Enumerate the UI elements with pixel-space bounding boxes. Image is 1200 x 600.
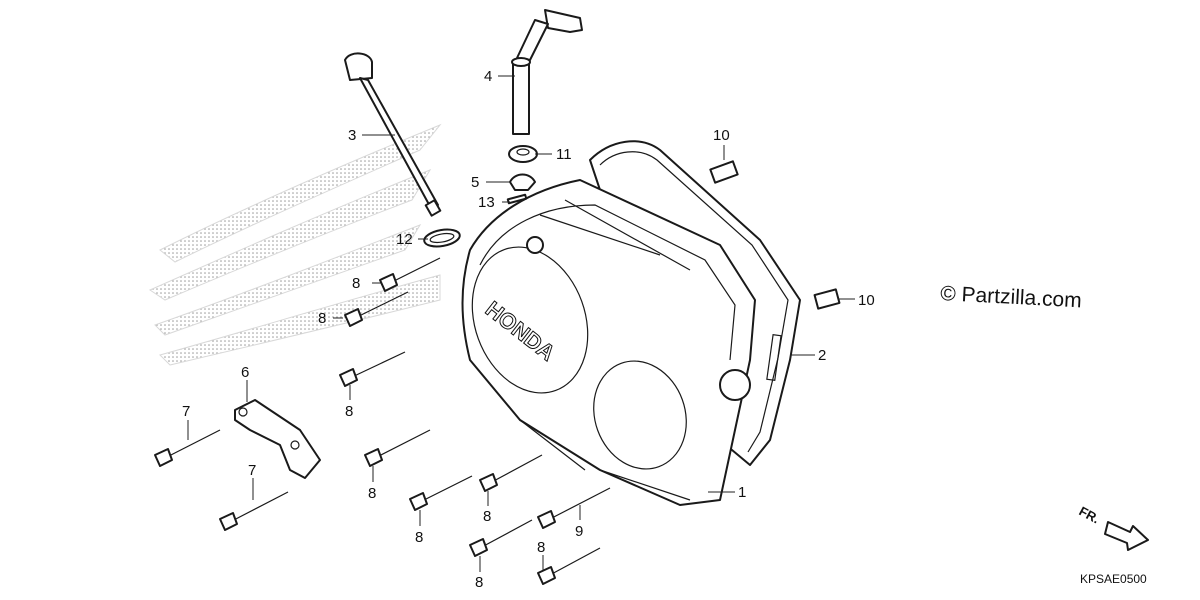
callout-6: 6 [241, 364, 249, 381]
dowel-pins [709, 160, 841, 310]
small-parts [423, 145, 538, 248]
callout-8c: 8 [345, 403, 353, 420]
callout-9: 9 [575, 523, 583, 540]
bolt-8c [339, 351, 406, 387]
bolt-8e [409, 475, 473, 511]
bolt-7b [219, 491, 289, 531]
front-label: FR. [1077, 503, 1103, 526]
oil-dipstick [344, 52, 442, 217]
callout-2: 2 [818, 347, 826, 364]
callout-3: 3 [348, 127, 356, 144]
watermark-wing-logo [148, 123, 442, 366]
callout-12: 12 [396, 231, 413, 248]
leader-lines [187, 75, 855, 572]
callout-5: 5 [471, 174, 479, 191]
bolt-8d [364, 429, 431, 467]
bolt-9 [537, 487, 611, 529]
figure-code: KPSAE0500 [1080, 572, 1147, 586]
bolts [154, 257, 611, 585]
callout-8f: 8 [483, 508, 491, 525]
callout-8d: 8 [368, 485, 376, 502]
crankcase-cover: HONDA [461, 179, 756, 506]
front-direction-arrow: FR. [1077, 503, 1149, 551]
bolt-7a [154, 429, 221, 467]
callout-13: 13 [478, 194, 495, 211]
callout-1: 1 [738, 484, 746, 501]
callout-8g: 8 [475, 574, 483, 591]
bolt-8h [537, 547, 601, 585]
bolt-8f [479, 454, 543, 492]
callout-8e: 8 [415, 529, 423, 546]
bolt-8a [379, 257, 441, 292]
callout-8a: 8 [352, 275, 360, 292]
sensor-bracket [511, 9, 583, 135]
callouts: 1 2 3 4 5 6 7 7 8 8 8 8 8 8 8 8 9 10 10 … [182, 68, 875, 591]
callout-10a: 10 [713, 127, 730, 144]
bolt-8b [344, 291, 409, 327]
callout-10b: 10 [858, 292, 875, 309]
callout-7b: 7 [248, 462, 256, 479]
copyright-text: © Partzilla.com [940, 282, 1083, 312]
callout-8b: 8 [318, 310, 326, 327]
callout-4: 4 [484, 68, 492, 85]
callout-7a: 7 [182, 403, 190, 420]
bolt-8g [469, 519, 533, 557]
callout-8h: 8 [537, 539, 545, 556]
callout-11: 11 [556, 146, 572, 163]
cable-stay [234, 399, 321, 479]
